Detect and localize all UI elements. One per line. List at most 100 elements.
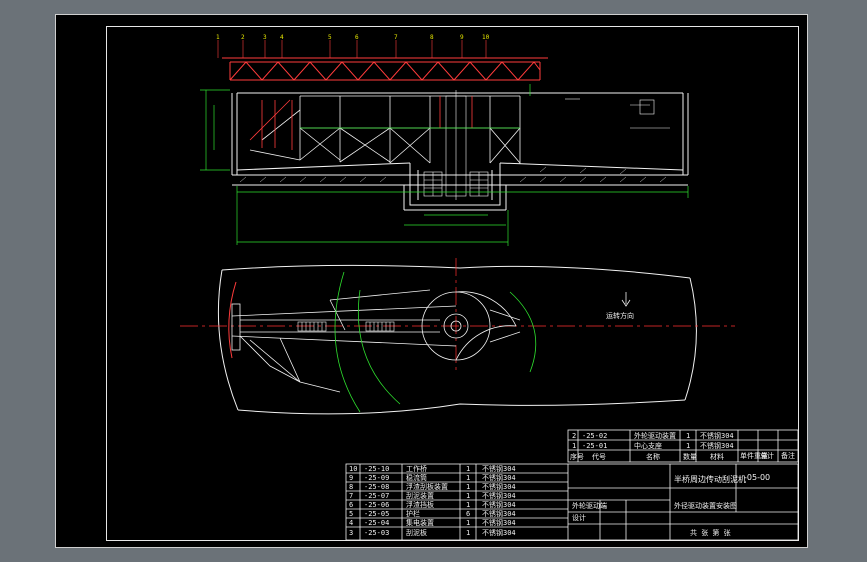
svg-text:4: 4 (349, 519, 353, 527)
col-header: 代号 (592, 452, 606, 461)
svg-text:浮渣挡板: 浮渣挡板 (406, 500, 434, 509)
part-balloons: 1 2 3 4 5 6 7 8 9 10 (216, 34, 490, 41)
svg-text:-25-09: -25-09 (364, 474, 389, 482)
top-row-no: 1 (572, 442, 576, 450)
top-row-mat: 不锈钢304 (700, 431, 734, 440)
svg-text:1: 1 (466, 519, 470, 527)
balloon: 6 (355, 34, 359, 41)
drawing-title: 半桥周边传动刮泥机 (674, 474, 746, 484)
top-row-code: -25-01 (582, 442, 607, 450)
drawing-frame (106, 26, 799, 541)
balloon: 10 (482, 34, 490, 41)
col-header: 总计 (760, 451, 774, 460)
col-header: 数量 (683, 452, 697, 461)
svg-text:6: 6 (466, 510, 470, 518)
svg-text:-25-08: -25-08 (364, 483, 389, 491)
svg-text:-25-05: -25-05 (364, 510, 389, 518)
sheet-count: 共 张 第 张 (690, 528, 731, 537)
svg-text:3: 3 (349, 529, 353, 537)
sub-label-2: 外径驱动装置安装图 (674, 501, 737, 510)
plan-grilles (297, 321, 395, 332)
balloon: 7 (394, 34, 398, 41)
svg-text:不锈钢304: 不锈钢304 (482, 464, 516, 473)
svg-text:-25-07: -25-07 (364, 492, 389, 500)
direction-arrow (621, 292, 631, 307)
svg-text:刮泥装置: 刮泥装置 (406, 491, 434, 500)
svg-text:9: 9 (349, 474, 353, 482)
svg-text:护栏: 护栏 (406, 509, 420, 518)
dimension-lines (200, 84, 689, 246)
balloon: 9 (460, 34, 464, 41)
svg-text:8: 8 (349, 483, 353, 491)
svg-text:不锈钢304: 不锈钢304 (482, 518, 516, 527)
top-row-name: 外轮驱动装置 (634, 431, 676, 440)
balloon: 8 (430, 34, 434, 41)
col-header: 名称 (646, 452, 660, 461)
top-row-qty: 1 (686, 442, 690, 450)
water-level (565, 98, 670, 129)
svg-text:1: 1 (466, 529, 470, 537)
sub-label: 外轮驱动端 (572, 501, 607, 510)
top-row-code: -25-02 (582, 432, 607, 440)
svg-text:1: 1 (466, 483, 470, 491)
svg-text:不锈钢304: 不锈钢304 (482, 491, 516, 500)
designer-label: 设计 (572, 513, 586, 522)
ground-hatch (239, 166, 667, 183)
balloon: 3 (263, 34, 267, 41)
direction-label: 运转方向 (606, 311, 634, 320)
balloon: 4 (280, 34, 284, 41)
svg-text:不锈钢304: 不锈钢304 (482, 528, 516, 537)
svg-text:-25-06: -25-06 (364, 501, 389, 509)
plan-view: 运转方向 (180, 258, 735, 415)
svg-text:-25-03: -25-03 (364, 529, 389, 537)
svg-text:不锈钢304: 不锈钢304 (482, 473, 516, 482)
balloon: 1 (216, 34, 220, 41)
col-header: 备注 (781, 451, 795, 460)
top-row-no: 2 (572, 432, 576, 440)
title-block-top: 2 -25-02 外轮驱动装置 1 不锈钢304 1 -25-01 中心支座 1… (567, 429, 799, 463)
col-header: 材料 (710, 452, 724, 461)
col-header: 序号 (570, 452, 584, 461)
svg-text:1: 1 (466, 465, 470, 473)
elevation-view: 1 2 3 4 5 6 7 8 9 10 (200, 34, 689, 246)
svg-text:不锈钢304: 不锈钢304 (482, 500, 516, 509)
svg-text:10: 10 (349, 465, 357, 473)
svg-text:6: 6 (349, 501, 353, 509)
center-column (423, 90, 489, 200)
part-leaders (217, 40, 487, 58)
parts-rows: 10 -25-10 工作桥 1 不锈钢304 9 -25-09 稳流筒 1 不锈钢304 8 -2… (349, 464, 516, 537)
tank-outline (231, 92, 689, 211)
plan-center-drum (421, 291, 521, 361)
plan-centerlines (180, 258, 735, 372)
svg-text:工作桥: 工作桥 (406, 464, 427, 473)
drawing-number: -05-00 (744, 473, 770, 482)
plan-bridge (231, 289, 457, 393)
svg-text:5: 5 (349, 510, 353, 518)
svg-text:刮泥板: 刮泥板 (406, 528, 427, 537)
balloon: 2 (241, 34, 245, 41)
bridge-truss (222, 57, 548, 81)
plan-arcs-green (334, 271, 537, 413)
svg-text:7: 7 (349, 492, 353, 500)
svg-text:1: 1 (466, 474, 470, 482)
col-header: 单件重量 (740, 451, 768, 460)
scraper-frame (249, 95, 521, 164)
svg-text:1: 1 (466, 501, 470, 509)
svg-text:不锈钢304: 不锈钢304 (482, 482, 516, 491)
svg-text:-25-04: -25-04 (364, 519, 389, 527)
balloon: 5 (328, 34, 332, 41)
svg-text:不锈钢304: 不锈钢304 (482, 509, 516, 518)
top-row-qty: 1 (686, 432, 690, 440)
svg-text:-25-10: -25-10 (364, 465, 389, 473)
plan-outline (217, 264, 697, 415)
svg-text:稳流筒: 稳流筒 (406, 473, 427, 482)
svg-text:1: 1 (466, 492, 470, 500)
top-row-name: 中心支座 (634, 441, 662, 450)
plan-edge-red (228, 281, 237, 359)
svg-text:浮渣刮板装置: 浮渣刮板装置 (406, 482, 448, 491)
svg-text:集电装置: 集电装置 (406, 518, 434, 527)
top-row-mat: 不锈钢304 (700, 441, 734, 450)
scraper-arms-red (249, 96, 473, 150)
